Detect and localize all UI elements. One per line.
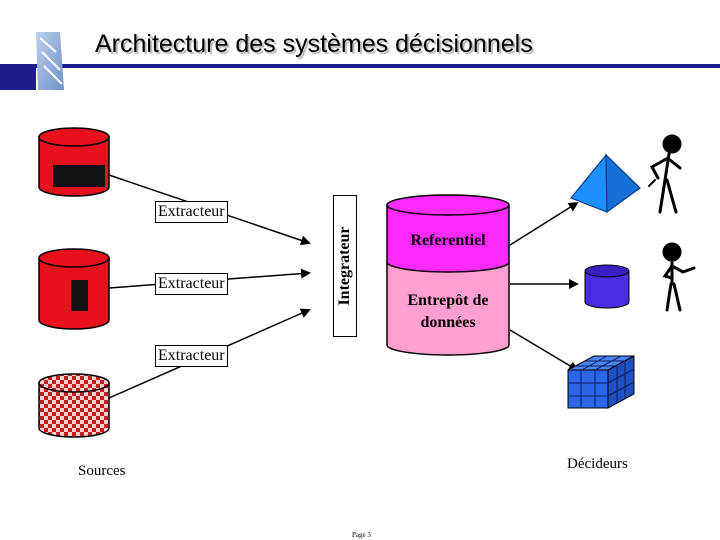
page-number: Page 3	[352, 531, 371, 539]
sources-caption: Sources	[78, 463, 126, 479]
decideurs-caption: Décideurs	[567, 456, 628, 472]
source-cylinder-1	[38, 127, 110, 197]
warehouse-cylinder	[386, 194, 510, 356]
decider-figure-1-icon	[648, 134, 682, 214]
extractor-label-2: Extracteur	[155, 273, 228, 295]
purple-cylinder-icon	[584, 264, 630, 309]
referentiel-label: Referentiel	[410, 232, 486, 249]
decider-figure-2-icon	[662, 242, 696, 312]
integrator-label: Integrateur	[336, 226, 353, 306]
data-cube-icon	[567, 355, 635, 409]
extractor-label-1: Extracteur	[155, 201, 228, 223]
source-cylinder-2	[38, 248, 110, 330]
extractor-label-3: Extracteur	[155, 345, 228, 367]
pyramid-icon	[570, 153, 641, 214]
page-title: Architecture des systèmes décisionnels	[95, 30, 533, 58]
entrepot-label: Entrepôt de données	[407, 292, 489, 331]
arrow-warehouse-cube	[509, 329, 579, 372]
title-underline	[0, 64, 720, 68]
arrow-warehouse-pyramid	[509, 201, 579, 246]
title-corner-block	[0, 64, 36, 90]
source-cylinder-3	[38, 373, 110, 438]
integrator-box: Integrateur	[333, 195, 357, 337]
corner-logo-icon	[36, 32, 64, 90]
